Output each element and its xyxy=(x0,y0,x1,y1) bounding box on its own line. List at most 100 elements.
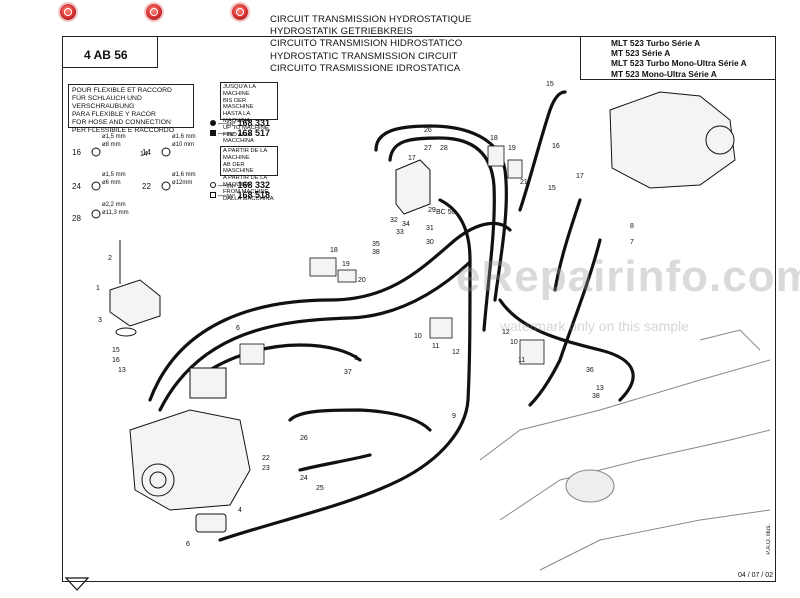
hose-item-22-dim-2: ø12mm xyxy=(172,180,193,186)
hose-legend-line-5: PER FLESSIBILE E RACCORDO xyxy=(72,127,174,134)
nav-button-3[interactable] xyxy=(232,4,248,20)
valve-block-left xyxy=(189,367,227,399)
callout-18b: 18 xyxy=(490,135,498,142)
callout-15: 15 xyxy=(546,81,554,88)
clamp-top-18 xyxy=(487,145,505,167)
arrow-down-icon[interactable] xyxy=(64,577,90,591)
hose-right-low xyxy=(498,298,635,402)
until-line-3: HASTA LA MAQUINA xyxy=(223,111,251,124)
hollow-square-icon xyxy=(210,192,216,198)
pump-assembly xyxy=(129,367,251,533)
hose-top-loop xyxy=(374,124,508,302)
model-box: MLT 523 Turbo Série A MT 523 Série A MLT… xyxy=(580,36,776,80)
hose-upper-long xyxy=(148,221,512,402)
clamp-12 xyxy=(519,339,545,365)
callout-22: 22 xyxy=(262,455,270,462)
chassis-bracket xyxy=(699,329,761,351)
until-refs: —®N° 168 331 —®N° 168 517 xyxy=(210,118,270,138)
hose-item-ref-28: 28 xyxy=(72,214,81,223)
nav-button-2[interactable] xyxy=(146,4,162,20)
chassis-sketch xyxy=(479,329,771,571)
until-machine-box: JUSQU'A LA MACHINE BIS DER MASCHINE HAST… xyxy=(220,82,278,144)
tank-seal xyxy=(115,327,137,337)
until-ref-2: 168 517 xyxy=(237,128,271,138)
hose-legend-line-3: PARA FLEXIBLE Y RACOR xyxy=(72,111,156,118)
callout-25: 25 xyxy=(316,485,324,492)
watermark-main: eRepairinfo.com xyxy=(456,252,800,301)
callout-15c: 15 xyxy=(548,185,556,192)
until-line-2: BIS DER MASCHINE xyxy=(223,97,254,111)
hose-legend-items: 16 ø1,5 mm ø8 mm 14 ø1,6 mm ø10 mm 24 ø1… xyxy=(68,134,208,224)
from-line-1: A PARTIR DE LA MACHINE xyxy=(223,148,267,161)
page-code: 4 AB 56 xyxy=(84,48,128,62)
callout-13b: 13 xyxy=(596,385,604,392)
callout-4: 4 xyxy=(238,507,242,514)
callout-19b: 19 xyxy=(508,145,516,152)
hose-legend-line-1: POUR FLEXIBLE ET RACCORD xyxy=(72,87,172,94)
hose-item-14-dim-2: ø10 mm xyxy=(172,142,195,148)
fitting-icon-16 xyxy=(91,147,101,157)
callout-10b: 10 xyxy=(510,339,518,346)
fitting-icon-22 xyxy=(161,181,171,191)
callout-12b: 12 xyxy=(502,329,510,336)
title-line-it: CIRCUITO TRASMISSIONE IDROSTATICA xyxy=(270,62,461,74)
motor-hub xyxy=(705,125,735,155)
callout-15b: 15 xyxy=(112,347,120,354)
callout-8: 8 xyxy=(630,223,634,230)
callout-16b: 16 xyxy=(112,357,120,364)
until-line-1: JUSQU'A LA MACHINE xyxy=(223,84,256,97)
callout-27: 27 xyxy=(424,145,432,152)
callout-30: 30 xyxy=(426,239,434,246)
from-line-2: AB DER MASCHINE xyxy=(223,161,254,175)
hose-15-line xyxy=(518,90,567,212)
fitting-icon-28 xyxy=(91,209,101,219)
title-line-de: HYDROSTATIK GETRIEBKREIS xyxy=(270,26,413,38)
hose-mid-right xyxy=(553,198,582,292)
title-line-en: HYDROSTATIC TRANSMISSION CIRCUIT xyxy=(270,50,458,62)
hose-item-ref-16: 16 xyxy=(72,148,81,157)
clamp-19 xyxy=(337,269,357,283)
motor-body xyxy=(609,91,736,189)
from-refs: —®N° 168 332 —®N° 168 518 xyxy=(210,180,270,200)
hose-item-16-dim-1: ø1,5 mm xyxy=(102,134,126,140)
callout-29: 29 xyxy=(428,207,436,214)
nav-button-1[interactable] xyxy=(60,4,76,20)
valve-block xyxy=(395,159,431,215)
title-line-fr: CIRCUIT TRANSMISSION HYDROSTATIQUE xyxy=(270,14,472,25)
callout-3: 3 xyxy=(98,317,102,324)
hose-legend-line-4: FOR HOSE AND CONNECTION xyxy=(72,119,171,126)
until-line-4: UP TO MACHINE xyxy=(223,124,269,131)
callout-11b: 11 xyxy=(518,357,525,364)
callout-labels: 2 1 3 4 5 6 6 7 8 9 10 10 11 11 12 12 13… xyxy=(96,81,634,548)
hose-item-ref-22: 22 xyxy=(142,182,151,191)
callout-34: 34 xyxy=(402,221,410,228)
footer-date: 04 / 07 / 02 xyxy=(738,572,774,579)
callout-17b: 17 xyxy=(408,155,416,162)
callout-17: 17 xyxy=(576,173,584,180)
from-line-3: A PARTIR DE LA MAQUINA xyxy=(223,175,267,188)
callout-10: 10 xyxy=(414,333,422,340)
hose-item-28-dim-1: ø2,2 mm xyxy=(102,202,126,208)
callout-7: 7 xyxy=(630,239,634,246)
chassis-line-2 xyxy=(499,429,771,521)
chassis-line-1 xyxy=(479,359,771,461)
hose-upper-long-2 xyxy=(158,260,472,412)
clamp-18 xyxy=(309,257,337,277)
callout-35: 35 xyxy=(372,241,380,248)
fitting-icons xyxy=(91,147,171,219)
callout-33: 33 xyxy=(396,229,404,236)
hose-item-28-dim-2: ø11,3 mm xyxy=(102,210,129,216)
filter-canister xyxy=(565,469,615,503)
motor-assembly xyxy=(609,91,736,189)
hose-item-24-dim-2: ø6 mm xyxy=(102,180,121,186)
filled-dot-icon xyxy=(210,120,216,126)
callout-bc50: BC 50 xyxy=(436,209,456,216)
callout-38b: 38 xyxy=(592,393,600,400)
page-code-box: 4 AB 56 xyxy=(62,36,158,68)
hose-26-line xyxy=(288,408,432,432)
until-ref-1: 168 331 xyxy=(237,118,271,128)
hose-item-ref-14: 14 xyxy=(142,148,151,157)
hose-item-16-dim-2: ø8 mm xyxy=(102,142,121,148)
hose-7-line xyxy=(528,238,602,407)
